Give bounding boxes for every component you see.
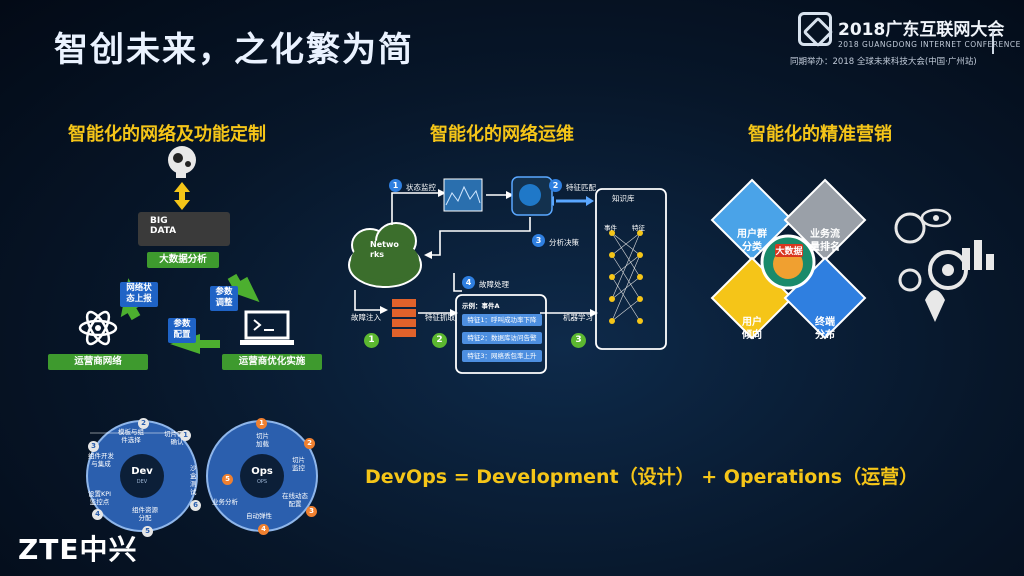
- step-3-label: 分析决策: [549, 238, 579, 247]
- step-2-badge: 2: [549, 179, 562, 192]
- step-1-badge: 1: [389, 179, 402, 192]
- conference-title-en: 2018 GUANGDONG INTERNET CONFERENCE: [838, 40, 1021, 49]
- feature-capture-label: 特征抓取: [425, 313, 455, 322]
- dev-step-3: 组件开发 与集成: [88, 452, 114, 468]
- conference-subtitle: 同期举办：2018 全球未来科技大会(中国·广州站): [790, 57, 977, 67]
- devops-formula: DevOps = Development（设计） + Operations（运营…: [365, 466, 919, 488]
- event-column-label: 事件: [604, 224, 617, 232]
- big-data-analysis-label: 大数据分析: [147, 252, 219, 268]
- ops-step-5: 业务分析: [212, 498, 238, 506]
- dev-badge-3: 3: [88, 441, 99, 452]
- conference-title: 2018广东互联网大会: [838, 20, 1005, 40]
- ops-badge-1: 1: [256, 418, 267, 429]
- ops-step-1: 切片 加载: [256, 432, 269, 448]
- gear-head-icon: [168, 146, 196, 178]
- step-4-label: 故障处理: [479, 280, 509, 289]
- big-data-center-label: 大数据: [775, 244, 803, 257]
- knowledge-base-box: [595, 188, 667, 350]
- bottom-arrow-icon: [170, 334, 220, 354]
- laptop-icon: [240, 310, 294, 345]
- step-2-label: 特征匹配: [566, 183, 596, 192]
- atom-icon: [78, 310, 118, 346]
- section-title-network-ops: 智能化的网络运维: [430, 124, 574, 145]
- dev-badge-5: 5: [142, 526, 153, 537]
- right-diagram: [710, 178, 994, 340]
- step-1-label: 状态监控: [406, 183, 436, 192]
- decor-icons: [894, 208, 994, 322]
- ops-sublabel: OPS: [256, 479, 268, 485]
- machine-learning-label: 机器学习: [563, 313, 593, 322]
- ops-step-2: 切片 监控: [292, 456, 305, 472]
- ops-badge-4: 4: [258, 524, 269, 535]
- user-preference: 用户 倾向: [742, 317, 762, 341]
- traffic-ranking: 业务流 量排名: [810, 229, 840, 253]
- cloud-icon: [348, 222, 422, 288]
- big-data-text: BIG DATA: [150, 216, 177, 236]
- devops-infinity-loop: [86, 420, 318, 532]
- phase-1-badge: 1: [364, 333, 379, 348]
- step-3-badge: 3: [532, 234, 545, 247]
- dev-step-1: 切片需求 确认: [164, 430, 190, 446]
- network-status-report-label: 网络状 态上报: [120, 282, 158, 307]
- event-example-box: [455, 294, 547, 374]
- networks-label: Netwo rks: [370, 240, 399, 259]
- step-4-badge: 4: [462, 276, 475, 289]
- operator-optimize-label: 运营商优化实施: [222, 354, 322, 370]
- parameter-adjust-label: 参数 调整: [210, 286, 238, 311]
- section-title-precision-marketing: 智能化的精准营销: [748, 124, 892, 145]
- ops-badge-2: 2: [304, 438, 315, 449]
- monitor-chart: [443, 178, 483, 212]
- feature-2: 特征2：数据库访问告警: [462, 332, 542, 344]
- ops-badge-3: 3: [306, 506, 317, 517]
- phase-2-badge: 2: [432, 333, 447, 348]
- ops-step-4: 自动弹性: [246, 512, 272, 520]
- dev-step-2: 模板与组 件选择: [118, 428, 144, 444]
- feature-3: 特征3：网络丢包率上升: [462, 350, 542, 362]
- dev-badge-4: 4: [92, 509, 103, 520]
- operator-network-label: 运营商网络: [48, 354, 148, 370]
- conference-logo: [798, 12, 832, 46]
- feature-1: 特征1：呼叫成功率下降: [462, 314, 542, 326]
- ops-label: Ops: [251, 466, 273, 477]
- double-arrow-icon: [174, 182, 190, 210]
- dev-step-6: 沙盒测试: [190, 464, 197, 496]
- dev-label: Dev: [131, 466, 153, 477]
- terminal-distribution: 终端 分布: [815, 317, 835, 341]
- phase-3-badge: 3: [571, 333, 586, 348]
- dev-badge-6: 6: [190, 500, 201, 511]
- ops-badge-5: 5: [222, 474, 233, 485]
- ops-step-3: 在线动态 配置: [282, 492, 308, 508]
- dev-step-5: 组件资源 分配: [132, 506, 158, 522]
- example-event-title: 示例：事件A: [462, 302, 500, 310]
- knowledge-base-label: 知识库: [612, 194, 635, 203]
- server-icon: [392, 299, 416, 337]
- fault-inject-label: 故障注入: [351, 313, 381, 322]
- dev-badge-2: 2: [138, 418, 149, 429]
- section-title-network-customization: 智能化的网络及功能定制: [68, 124, 266, 145]
- knowledge-graph: [611, 232, 641, 322]
- feature-column-label: 特征: [632, 224, 645, 232]
- zte-logo: ZTE中兴: [18, 533, 138, 566]
- dev-badge-1: 1: [180, 430, 191, 441]
- word-cloud: [138, 212, 230, 246]
- user-group-classification: 用户群 分类: [737, 229, 767, 253]
- header-divider: [992, 30, 994, 54]
- middle-diagram: [348, 176, 667, 374]
- dev-sublabel: DEV: [136, 479, 148, 485]
- parameter-config-label: 参数 配置: [168, 318, 196, 343]
- page-title: 智创未来，之化繁为简: [54, 30, 414, 70]
- down-right-arrow-icon: [224, 273, 260, 303]
- dev-step-4: 设置KPI 监控点: [88, 490, 112, 506]
